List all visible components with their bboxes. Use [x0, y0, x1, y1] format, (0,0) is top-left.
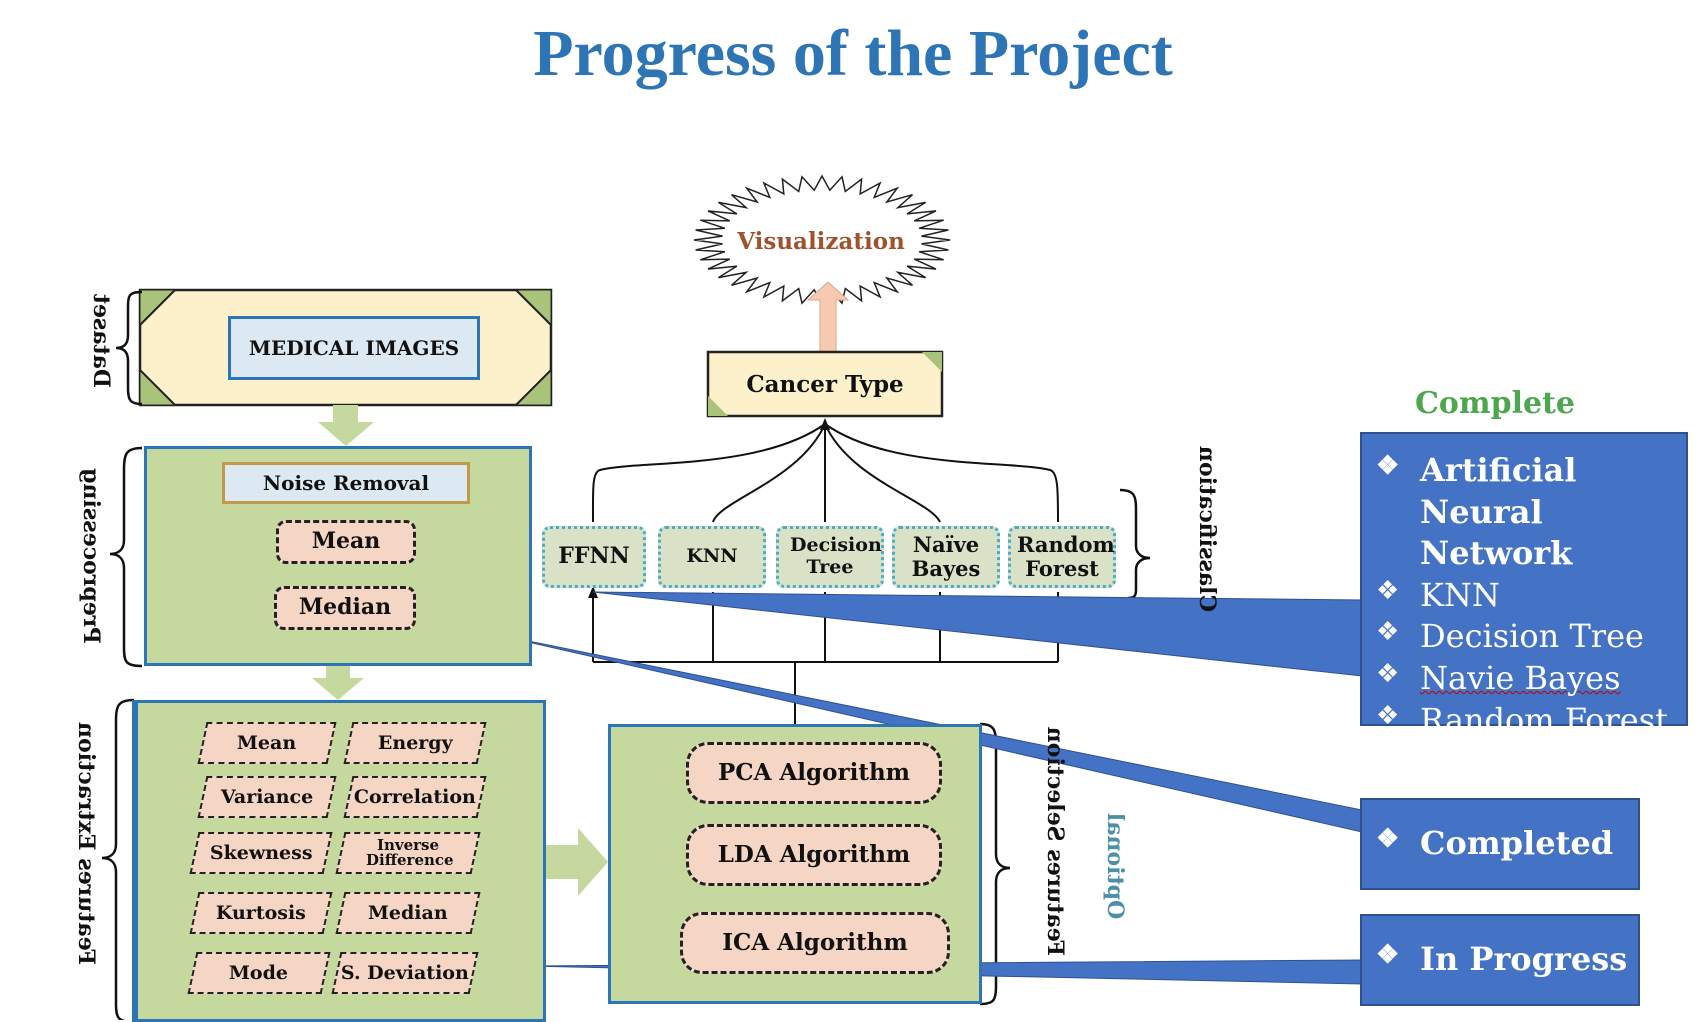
preprocessing-mean: Mean — [276, 520, 416, 564]
feature-skewness-label: Skewness — [209, 841, 313, 864]
diamond-bullet-icon: ❖ — [1376, 658, 1400, 689]
feature-median: Median — [335, 892, 481, 934]
page-title: Progress of the Project — [533, 17, 1173, 90]
completed-callout: ❖ Completed — [1360, 798, 1640, 890]
in-progress-callout: ❖ In Progress — [1360, 914, 1640, 1006]
diamond-bullet-icon: ❖ — [1376, 617, 1400, 648]
classifier-naive-bayes-label: Naïve Bayes — [911, 531, 981, 581]
classifier-random-forest: Random Forest — [1008, 526, 1116, 588]
arrow-to-visualization — [806, 281, 850, 353]
feature-kurtosis: Kurtosis — [189, 892, 333, 934]
complete-callout: ❖ Artificial Neural Network ❖ KNN ❖ Decisio… — [1360, 432, 1688, 739]
feature-skewness: Skewness — [189, 832, 333, 874]
diamond-bullet-icon: ❖ — [1376, 451, 1400, 481]
callout-pointer-complete — [592, 591, 1363, 677]
diamond-bullet-icon: ❖ — [1376, 940, 1400, 971]
diamond-bullet-icon: ❖ — [1376, 824, 1400, 855]
complete-item-naive-bayes: ❖ Navie Bayes — [1362, 658, 1686, 700]
feature-mean: Mean — [197, 722, 337, 764]
classifier-ffnn: FFNN — [542, 526, 646, 588]
feature-energy: Energy — [343, 722, 487, 764]
complete-heading: Complete — [1414, 386, 1576, 421]
complete-item-decision-tree: ❖ Decision Tree — [1362, 616, 1686, 658]
visualization-starburst — [693, 174, 951, 306]
feature-energy-label: Energy — [377, 731, 453, 754]
completed-label: Completed — [1420, 824, 1614, 863]
classifier-random-forest-label: Random Forest — [1017, 531, 1115, 581]
feature-s-deviation-label: S. Deviation — [341, 961, 469, 984]
in-progress-list: ❖ In Progress — [1362, 939, 1638, 981]
completed-item: ❖ Completed — [1362, 823, 1638, 865]
optional-side-label: Optional — [1102, 812, 1128, 920]
complete-item-knn: ❖ KNN — [1362, 575, 1686, 617]
features-panel-edge — [132, 700, 138, 1022]
cancer-type-label: Cancer Type — [746, 370, 904, 398]
diamond-bullet-icon: ❖ — [1376, 700, 1400, 731]
brace-dataset — [115, 290, 143, 406]
arrow-features-to-selection — [546, 828, 608, 896]
visualization-label: Visualization — [737, 228, 905, 255]
noise-removal-label: Noise Removal — [262, 471, 430, 495]
feature-correlation-label: Correlation — [354, 785, 476, 808]
dataset-side-label: Dataset — [88, 293, 114, 388]
feature-inverse-difference: Inverse Difference — [335, 832, 481, 874]
feature-kurtosis-label: Kurtosis — [216, 901, 306, 924]
medical-images-label: MEDICAL IMAGES — [248, 336, 460, 360]
complete-item-random-forest: ❖ Random Forest — [1362, 700, 1686, 742]
lda-algorithm-label: LDA Algorithm — [717, 840, 911, 868]
preprocessing-mean-label: Mean — [311, 528, 381, 555]
classifier-decision-tree-label: Decision Tree — [790, 534, 882, 578]
cancer-type-box — [706, 350, 944, 418]
features-extraction-side-label: Features Extraction — [73, 722, 99, 965]
arrow-dataset-to-preprocessing — [318, 405, 374, 446]
feature-inverse-difference-label: Inverse Difference — [366, 836, 454, 869]
complete-item-random-forest-label: Random Forest — [1420, 700, 1669, 739]
classification-side-label: Classification — [1194, 445, 1220, 612]
ica-algorithm-label: ICA Algorithm — [722, 928, 908, 956]
feature-mean-label: Mean — [237, 731, 297, 754]
classifier-knn-label: KNN — [686, 545, 738, 568]
complete-item-ann: ❖ Artificial Neural Network — [1362, 450, 1686, 575]
medical-images-box: MEDICAL IMAGES — [228, 316, 480, 380]
preprocessing-median: Median — [274, 586, 416, 630]
classifier-knn: KNN — [658, 526, 766, 588]
feature-mode: Mode — [187, 952, 331, 994]
completed-list: ❖ Completed — [1362, 823, 1638, 865]
diamond-bullet-icon: ❖ — [1376, 575, 1400, 606]
in-progress-label: In Progress — [1420, 940, 1628, 979]
feature-variance: Variance — [197, 776, 337, 818]
preprocessing-side-label: Preprocessing — [78, 468, 104, 644]
ica-algorithm: ICA Algorithm — [680, 912, 950, 974]
arrow-preprocessing-to-features — [312, 665, 364, 700]
brace-preprocessing — [109, 446, 143, 668]
lda-algorithm: LDA Algorithm — [686, 824, 942, 886]
brace-selection — [979, 722, 1011, 1006]
classifier-decision-tree: Decision Tree — [776, 526, 884, 588]
feature-variance-label: Variance — [220, 785, 314, 808]
pca-algorithm-label: PCA Algorithm — [718, 758, 910, 786]
feature-correlation: Correlation — [343, 776, 487, 818]
feature-mode-label: Mode — [229, 961, 289, 984]
feature-median-label: Median — [368, 901, 448, 924]
complete-list: ❖ Artificial Neural Network ❖ KNN ❖ Decisio… — [1362, 450, 1686, 741]
feature-s-deviation: S. Deviation — [331, 952, 479, 994]
pca-algorithm: PCA Algorithm — [686, 742, 942, 804]
brace-features — [101, 698, 135, 1020]
classifier-ffnn-label: FFNN — [558, 543, 630, 570]
preprocessing-median-label: Median — [298, 594, 392, 621]
complete-item-ann-label: Artificial Neural Network — [1420, 451, 1577, 573]
in-progress-item: ❖ In Progress — [1362, 939, 1638, 981]
complete-item-naive-bayes-label: Navie Bayes — [1420, 658, 1621, 697]
noise-removal-box: Noise Removal — [222, 462, 470, 504]
complete-item-decision-tree-label: Decision Tree — [1420, 617, 1644, 656]
complete-item-knn-label: KNN — [1420, 575, 1500, 614]
brace-classification — [1119, 488, 1151, 600]
classifier-naive-bayes: Naïve Bayes — [892, 526, 1000, 588]
features-selection-side-label: Features Selection — [1042, 726, 1068, 956]
